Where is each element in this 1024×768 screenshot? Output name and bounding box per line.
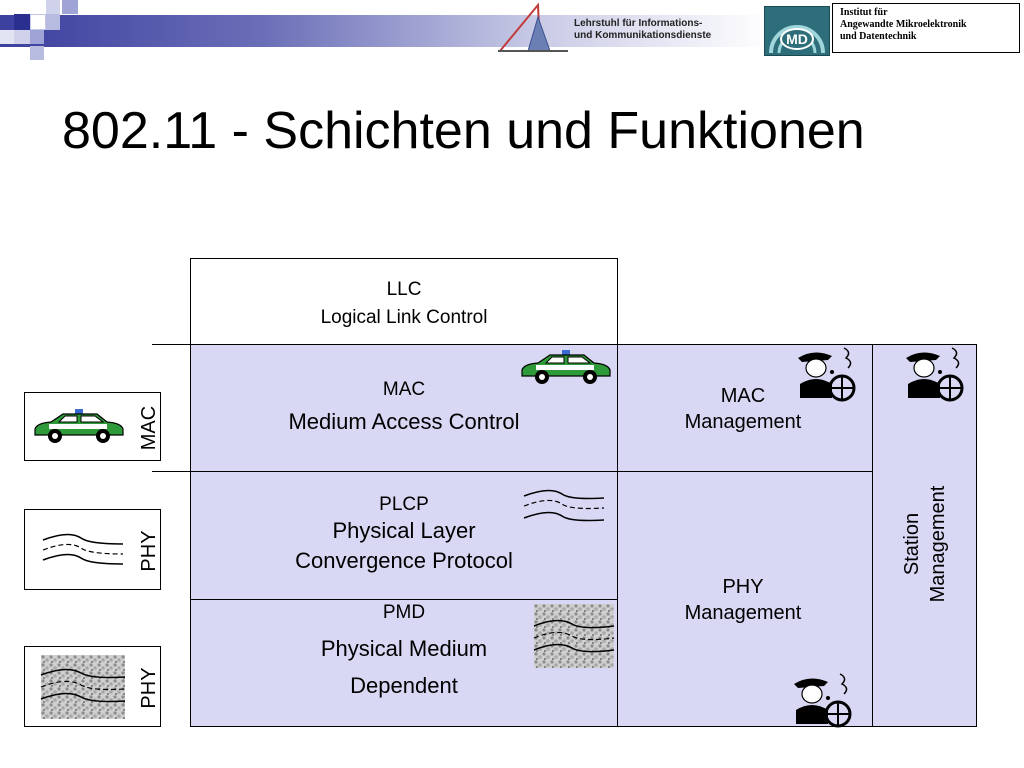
manager-at-wheel-icon <box>906 347 964 402</box>
mac-management-line1: MAC <box>720 385 766 407</box>
mac-boundary-line-top <box>152 344 192 345</box>
chair-name: Lehrstuhl für Informations- und Kommunik… <box>574 18 712 41</box>
side-phy-label-1: PHY <box>138 530 160 572</box>
mac-management-line2: Management <box>684 411 802 433</box>
manager-at-wheel-icon <box>794 673 852 728</box>
phy-management-line2: Management <box>684 602 802 624</box>
plcp-layer-box: PLCP Physical Layer Convergence Protocol <box>190 471 618 600</box>
side-phy-label-2: PHY <box>138 667 160 709</box>
header-gradient-bar <box>0 15 770 47</box>
phy-management-box: PHY Management <box>617 471 873 727</box>
side-mac-box: MAC <box>24 392 161 461</box>
plcp-name-line2: Convergence Protocol <box>295 548 513 573</box>
side-phy-box-1: PHY <box>24 509 161 590</box>
station-management-label: Station Management <box>901 485 949 603</box>
side-phy-box-2: PHY <box>24 646 161 727</box>
chair-logo-icon <box>497 2 568 52</box>
institute-name: Institut für Angewandte Mikroelektronik … <box>832 3 1020 53</box>
police-car-icon <box>34 409 124 443</box>
waveform-icon <box>42 533 124 565</box>
pmd-abbr: PMD <box>382 602 426 623</box>
plcp-abbr: PLCP <box>379 494 429 515</box>
mac-abbr: MAC <box>382 379 426 400</box>
mac-boundary-line-bottom <box>152 471 192 472</box>
station-management-box: Station Management <box>872 344 977 727</box>
pmd-name-line1: Physical Medium <box>320 636 488 661</box>
plcp-name-line1: Physical Layer <box>332 518 476 543</box>
phy-management-line1: PHY <box>722 576 764 598</box>
side-mac-label: MAC <box>138 405 160 451</box>
llc-layer-box: LLC Logical Link Control <box>190 258 618 345</box>
gravel-medium-icon <box>40 655 126 719</box>
md-logo-icon: MD <box>764 6 830 56</box>
llc-name: Logical Link Control <box>320 307 488 328</box>
header-squares-decoration <box>0 0 80 62</box>
page-title: 802.11 - Schichten und Funktionen <box>62 102 865 160</box>
pmd-name-line2: Dependent <box>350 673 458 698</box>
md-logo-text: MD <box>786 31 808 47</box>
gravel-medium-icon <box>533 604 615 668</box>
police-car-icon <box>521 350 611 384</box>
mac-name: Medium Access Control <box>288 409 520 434</box>
manager-at-wheel-icon <box>798 347 856 402</box>
waveform-icon <box>523 489 605 522</box>
llc-abbr: LLC <box>386 279 422 300</box>
